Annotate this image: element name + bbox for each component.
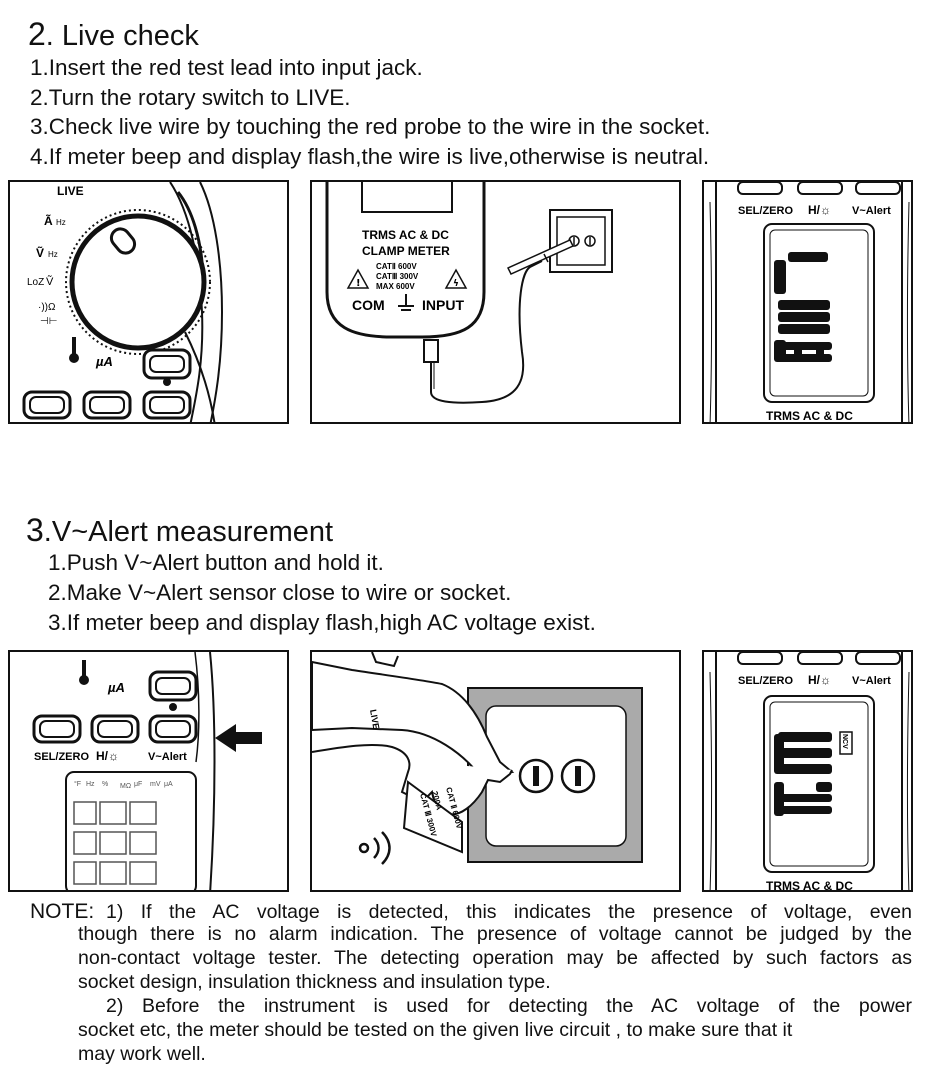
- clamp-max: MAX 600V: [376, 282, 415, 291]
- note-p2-line2: socket etc, the meter should be tested o…: [78, 1019, 793, 1041]
- display-sel-zero-label: SEL/ZERO: [738, 675, 793, 687]
- section-2-number: 2: [28, 16, 46, 52]
- note-p2-line1: 2) Before the instrument is used for det…: [106, 995, 912, 1017]
- svg-text:⊣⊢: ⊣⊢: [40, 316, 57, 327]
- section-2-step-2: 2.Turn the rotary switch to LIVE.: [30, 85, 351, 110]
- svg-text:ϟ: ϟ: [453, 279, 459, 289]
- button-label-h: H/☼: [96, 749, 119, 763]
- display-valert-label: V~Alert: [852, 205, 891, 217]
- svg-text:MΩ: MΩ: [120, 783, 131, 790]
- dial-label-live: LIVE: [57, 184, 84, 198]
- lcd-ncv-label: NCV: [841, 734, 848, 749]
- svg-text:μF: μF: [134, 781, 142, 788]
- note-p1-line3: non-contact voltage tester. The detectin…: [78, 947, 912, 969]
- note-p1-line2: though there is no alarm indication. The…: [78, 923, 912, 945]
- svg-text:Ṽ: Ṽ: [36, 245, 44, 260]
- svg-text:!: !: [356, 278, 361, 289]
- section-3-title-text: .V~Alert measurement: [43, 516, 334, 548]
- note-p1-line4: socket design, insulation thickness and …: [78, 971, 551, 993]
- section-2-step-3: 3.Check live wire by touching the red pr…: [30, 114, 711, 139]
- arrow-icon: [215, 724, 262, 752]
- dial-label-ua: µA: [95, 354, 113, 369]
- note-p2-line3: may work well.: [78, 1043, 206, 1065]
- note-p1-line1: 1) If the AC voltage is detected, this i…: [106, 901, 912, 923]
- button-label-ua: µA: [107, 680, 125, 695]
- svg-text:mV: mV: [150, 781, 161, 788]
- display-h-label: H/☼: [808, 203, 831, 217]
- sound-icon: [358, 842, 370, 854]
- section-2-title: 2. Live check: [28, 16, 199, 53]
- section-2-title-text: . Live check: [45, 20, 199, 52]
- clamp-cat2: CATⅡ 600V: [376, 262, 417, 271]
- clamp-input: INPUT: [422, 297, 464, 313]
- section-3-step-2: 2.Make V~Alert sensor close to wire or s…: [48, 580, 512, 605]
- svg-text:%: %: [102, 781, 108, 788]
- section-3-number: 3: [26, 512, 44, 548]
- section-3-title: 3.V~Alert measurement: [26, 512, 333, 549]
- button-label-sel-zero: SEL/ZERO: [34, 751, 89, 763]
- clamp-cat3: CATⅢ 300V: [376, 272, 419, 281]
- display-ncv-illustration: SEL/ZERO H/☼ V~Alert NCV TRMS AC & DC: [702, 650, 913, 892]
- clamp-line2: CLAMP METER: [362, 244, 450, 258]
- dial-label-a-hz: Hz: [56, 218, 66, 227]
- display-trms-label: TRMS AC & DC: [766, 879, 853, 892]
- display-sel-zero-label: SEL/ZERO: [738, 205, 793, 217]
- rotary-dial: [69, 213, 207, 351]
- lcd-ncv-segments: [774, 732, 832, 816]
- svg-text:·))Ω: ·))Ω: [38, 302, 56, 313]
- clamp-line1: TRMS AC & DC: [362, 228, 449, 242]
- lcd-live-segments: [774, 252, 832, 362]
- section-2-step-1: 1.Insert the red test lead into input ja…: [30, 55, 423, 80]
- svg-text:Hz: Hz: [86, 781, 95, 788]
- clamp-meter-socket-illustration: TRMS AC & DC CLAMP METER ! CATⅡ 600V CAT…: [310, 180, 681, 424]
- svg-text:Ã: Ã: [44, 213, 53, 228]
- section-3-step-1: 1.Push V~Alert button and hold it.: [48, 550, 384, 575]
- button-label-valert: V~Alert: [148, 751, 187, 763]
- note-label: NOTE:: [30, 900, 95, 923]
- section-2-step-4: 4.If meter beep and display flash,the wi…: [30, 144, 710, 169]
- display-h-label: H/☼: [808, 673, 831, 687]
- section-3-step-3: 3.If meter beep and display flash,high A…: [48, 610, 596, 635]
- clamp-com: COM: [352, 297, 385, 313]
- clamp-jaw-socket-illustration: LIVE CAT Ⅲ 300V 200A CAT Ⅱ 600V: [310, 650, 681, 892]
- rotary-switch-illustration: LIVE Ã Hz Ṽ Hz LoZ Ṽ ·))Ω ⊣⊢ µA: [8, 180, 289, 424]
- svg-text:Ṽ: Ṽ: [46, 275, 54, 288]
- display-trms-label: TRMS AC & DC: [766, 409, 853, 423]
- dial-label-v-hz: Hz: [48, 250, 58, 259]
- svg-text:μA: μA: [164, 781, 173, 788]
- display-live-illustration: SEL/ZERO H/☼ V~Alert TRMS AC & DC: [702, 180, 913, 424]
- jaw-label-live: LIVE: [368, 709, 381, 730]
- display-valert-label: V~Alert: [852, 675, 891, 687]
- dial-label-loz: LoZ: [27, 277, 44, 288]
- svg-text:°F: °F: [74, 780, 81, 788]
